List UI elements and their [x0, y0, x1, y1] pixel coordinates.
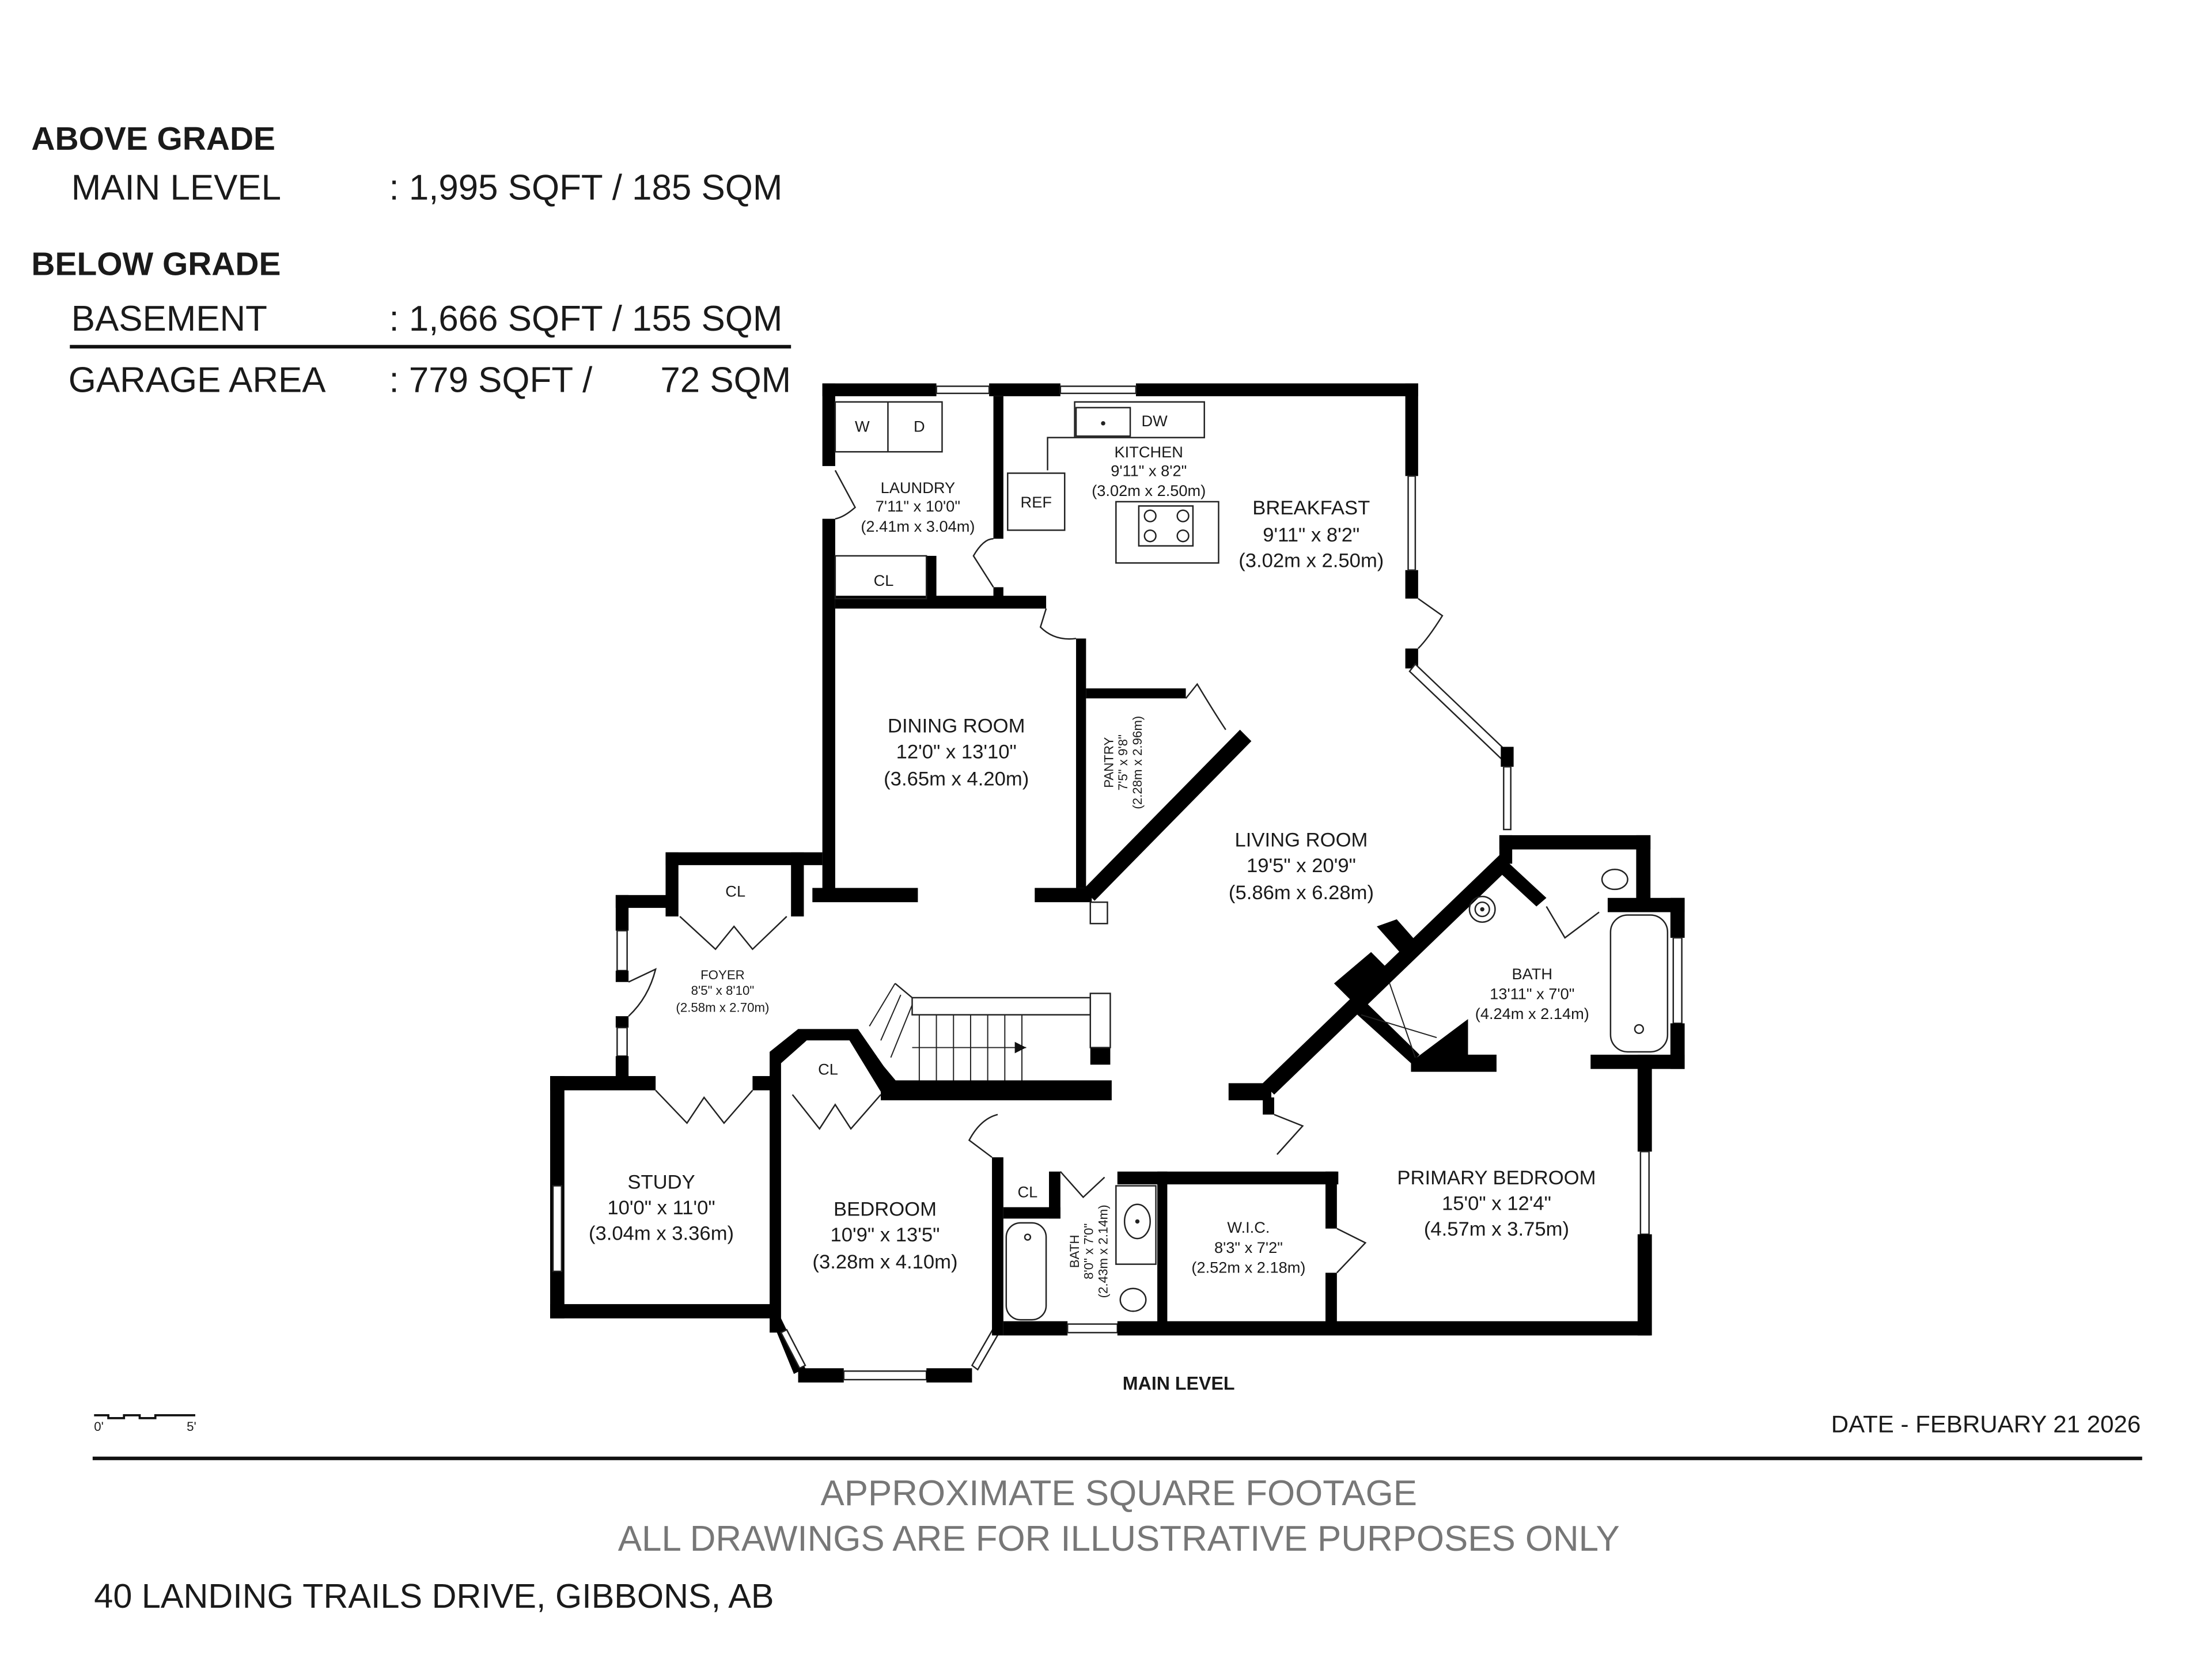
- svg-text:(2.52m x 2.18m): (2.52m x 2.18m): [1191, 1258, 1305, 1276]
- scale-start: 0': [94, 1419, 104, 1434]
- svg-text:8'3" x 7'2": 8'3" x 7'2": [1214, 1238, 1283, 1256]
- svg-text:13'11" x 7'0": 13'11" x 7'0": [1490, 984, 1574, 1002]
- svg-text:7'5" x 9'8": 7'5" x 9'8": [1116, 734, 1130, 790]
- plan-level-label: MAIN LEVEL: [1123, 1373, 1235, 1393]
- room-study: STUDY 10'0" x 11'0" (3.04m x 3.36m): [589, 1172, 734, 1245]
- garage-label: GARAGE AREA: [69, 360, 327, 400]
- svg-text:(3.65m x 4.20m): (3.65m x 4.20m): [884, 768, 1029, 790]
- room-wic: W.I.C. 8'3" x 7'2" (2.52m x 2.18m): [1191, 1218, 1305, 1276]
- scale-end: 5': [187, 1419, 196, 1434]
- room-primary-bedroom: PRIMARY BEDROOM 15'0" x 12'4" (4.57m x 3…: [1397, 1167, 1596, 1240]
- disclaimer-line-1: APPROXIMATE SQUARE FOOTAGE: [821, 1474, 1417, 1513]
- area-summary: ABOVE GRADE MAIN LEVEL : 1,995 SQFT / 18…: [31, 120, 791, 400]
- room-pantry: PANTRY 7'5" x 9'8" (2.28m x 2.96m): [1101, 716, 1144, 809]
- svg-text:(4.57m x 3.75m): (4.57m x 3.75m): [1424, 1218, 1569, 1240]
- svg-text:10'0" x 11'0": 10'0" x 11'0": [607, 1197, 715, 1219]
- room-labels: LAUNDRY 7'11" x 10'0" (2.41m x 3.04m) KI…: [589, 443, 1596, 1298]
- fridge-label: REF: [1021, 493, 1052, 511]
- basement-value: : 1,666 SQFT / 155 SQM: [389, 299, 782, 339]
- foyer-closet-label: CL: [725, 882, 745, 900]
- svg-text:(2.41m x 3.04m): (2.41m x 3.04m): [861, 517, 975, 535]
- svg-text:15'0" x 12'4": 15'0" x 12'4": [1442, 1193, 1551, 1215]
- summary-divider: [70, 344, 791, 349]
- svg-text:(3.04m x 3.36m): (3.04m x 3.36m): [589, 1223, 734, 1245]
- svg-text:KITCHEN: KITCHEN: [1115, 443, 1183, 461]
- svg-text:(2.58m x 2.70m): (2.58m x 2.70m): [676, 1001, 769, 1015]
- washer-label: W: [855, 418, 870, 435]
- fixtures: W D DW REF CL CL CL CL: [628, 401, 1669, 1321]
- walls: [550, 383, 1685, 1382]
- svg-text:9'11" x 8'2": 9'11" x 8'2": [1111, 461, 1187, 479]
- above-grade-heading: ABOVE GRADE: [31, 120, 275, 157]
- svg-text:(3.02m x 2.50m): (3.02m x 2.50m): [1238, 550, 1384, 572]
- hall-closet-label: CL: [818, 1060, 838, 1078]
- dishwasher-label: DW: [1141, 412, 1168, 430]
- dryer-label: D: [914, 418, 925, 435]
- room-bedroom: BEDROOM 10'9" x 13'5" (3.28m x 4.10m): [812, 1199, 957, 1274]
- basement-label: BASEMENT: [71, 299, 267, 339]
- svg-text:BEDROOM: BEDROOM: [834, 1199, 937, 1221]
- svg-text:12'0" x 13'10": 12'0" x 13'10": [896, 741, 1017, 763]
- svg-text:10'9" x 13'5": 10'9" x 13'5": [831, 1224, 940, 1246]
- svg-text:FOYER: FOYER: [700, 968, 745, 982]
- svg-text:7'11" x 10'0": 7'11" x 10'0": [876, 497, 960, 515]
- garage-value-sqft: : 779 SQFT /: [389, 360, 593, 400]
- svg-text:BATH: BATH: [1067, 1235, 1082, 1268]
- garage-value-sqm: 72 SQM: [660, 360, 791, 400]
- drawing-date: DATE - FEBRUARY 21 2026: [1831, 1411, 2141, 1438]
- svg-text:BREAKFAST: BREAKFAST: [1252, 497, 1370, 519]
- svg-text:(2.43m x 2.14m): (2.43m x 2.14m): [1096, 1205, 1110, 1298]
- svg-text:19'5" x 20'9": 19'5" x 20'9": [1247, 855, 1356, 877]
- room-foyer: FOYER 8'5" x 8'10" (2.58m x 2.70m): [676, 968, 769, 1015]
- svg-text:(3.02m x 2.50m): (3.02m x 2.50m): [1092, 482, 1206, 499]
- svg-text:LIVING ROOM: LIVING ROOM: [1235, 830, 1368, 851]
- laundry-closet-label: CL: [874, 571, 894, 589]
- svg-text:LAUNDRY: LAUNDRY: [881, 479, 956, 497]
- below-grade-heading: BELOW GRADE: [31, 246, 281, 283]
- svg-text:(2.28m x 2.96m): (2.28m x 2.96m): [1130, 716, 1145, 809]
- disclaimer-line-2: ALL DRAWINGS ARE FOR ILLUSTRATIVE PURPOS…: [618, 1519, 1620, 1559]
- room-dining: DINING ROOM 12'0" x 13'10" (3.65m x 4.20…: [884, 715, 1029, 790]
- room-breakfast: BREAKFAST 9'11" x 8'2" (3.02m x 2.50m): [1238, 497, 1384, 572]
- room-living: LIVING ROOM 19'5" x 20'9" (5.86m x 6.28m…: [1229, 830, 1374, 904]
- svg-text:W.I.C.: W.I.C.: [1227, 1218, 1270, 1236]
- property-address: 40 LANDING TRAILS DRIVE, GIBBONS, AB: [94, 1577, 774, 1615]
- room-bath: BATH 8'0" x 7'0" (2.43m x 2.14m): [1067, 1205, 1110, 1298]
- footer-divider: [92, 1456, 2142, 1460]
- bath-closet-label: CL: [1018, 1183, 1038, 1200]
- svg-text:9'11" x 8'2": 9'11" x 8'2": [1263, 524, 1359, 546]
- svg-text:(4.24m x 2.14m): (4.24m x 2.14m): [1475, 1005, 1589, 1022]
- room-kitchen: KITCHEN 9'11" x 8'2" (3.02m x 2.50m): [1092, 443, 1206, 499]
- svg-text:(3.28m x 4.10m): (3.28m x 4.10m): [812, 1251, 957, 1273]
- scale-bar: 0' 5': [94, 1414, 196, 1434]
- svg-text:BATH: BATH: [1512, 965, 1553, 983]
- main-level-label: MAIN LEVEL: [71, 168, 281, 207]
- svg-text:DINING ROOM: DINING ROOM: [888, 715, 1025, 737]
- room-ensuite-bath: BATH 13'11" x 7'0" (4.24m x 2.14m): [1475, 965, 1589, 1022]
- svg-text:(5.86m x 6.28m): (5.86m x 6.28m): [1229, 882, 1374, 904]
- svg-text:8'5" x 8'10": 8'5" x 8'10": [691, 983, 755, 998]
- svg-text:PANTRY: PANTRY: [1101, 737, 1116, 787]
- svg-text:STUDY: STUDY: [627, 1172, 695, 1194]
- svg-text:8'0" x 7'0": 8'0" x 7'0": [1082, 1224, 1096, 1279]
- main-level-value: : 1,995 SQFT / 185 SQM: [389, 168, 782, 207]
- room-laundry: LAUNDRY 7'11" x 10'0" (2.41m x 3.04m): [861, 479, 975, 535]
- svg-text:PRIMARY BEDROOM: PRIMARY BEDROOM: [1397, 1167, 1596, 1189]
